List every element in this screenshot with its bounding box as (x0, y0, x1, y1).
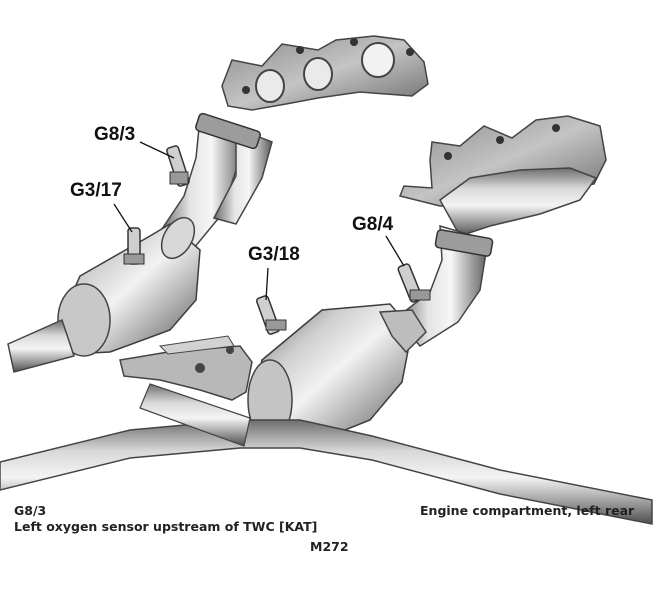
caption-model: M272 (310, 539, 349, 554)
caption-code: G8/3 (14, 503, 47, 518)
leader-g8-4 (385, 235, 405, 267)
oxygen-sensor-g8-3 (166, 145, 190, 187)
oxygen-sensor-g3-18 (255, 295, 287, 335)
callout-g3-17: G3/17 (70, 180, 122, 201)
right-downpipe (394, 224, 494, 347)
leader-g3-17 (113, 203, 133, 233)
leader-g3-18 (265, 267, 269, 301)
left-outlet-pipe (7, 318, 75, 373)
callout-g8-3: G8/3 (94, 124, 136, 145)
oxygen-sensor-g8-4 (397, 263, 431, 303)
left-manifold-flange (221, 35, 429, 111)
main-exhaust-pipe (0, 383, 653, 525)
leader-lines (113, 141, 405, 301)
oxygen-sensor-g3-17 (123, 227, 145, 265)
leader-g8-3 (139, 141, 175, 159)
callout-g3-18: G3/18 (248, 244, 300, 265)
left-catalytic-converter (55, 216, 201, 357)
caption-location: Engine compartment, left rear (420, 503, 635, 518)
left-downpipe (158, 112, 273, 249)
caption-description: Left oxygen sensor upstream of TWC [KAT] (14, 519, 318, 534)
callout-g8-4: G8/4 (352, 214, 394, 235)
mounting-bracket (119, 335, 253, 401)
right-manifold-flange (398, 115, 607, 237)
